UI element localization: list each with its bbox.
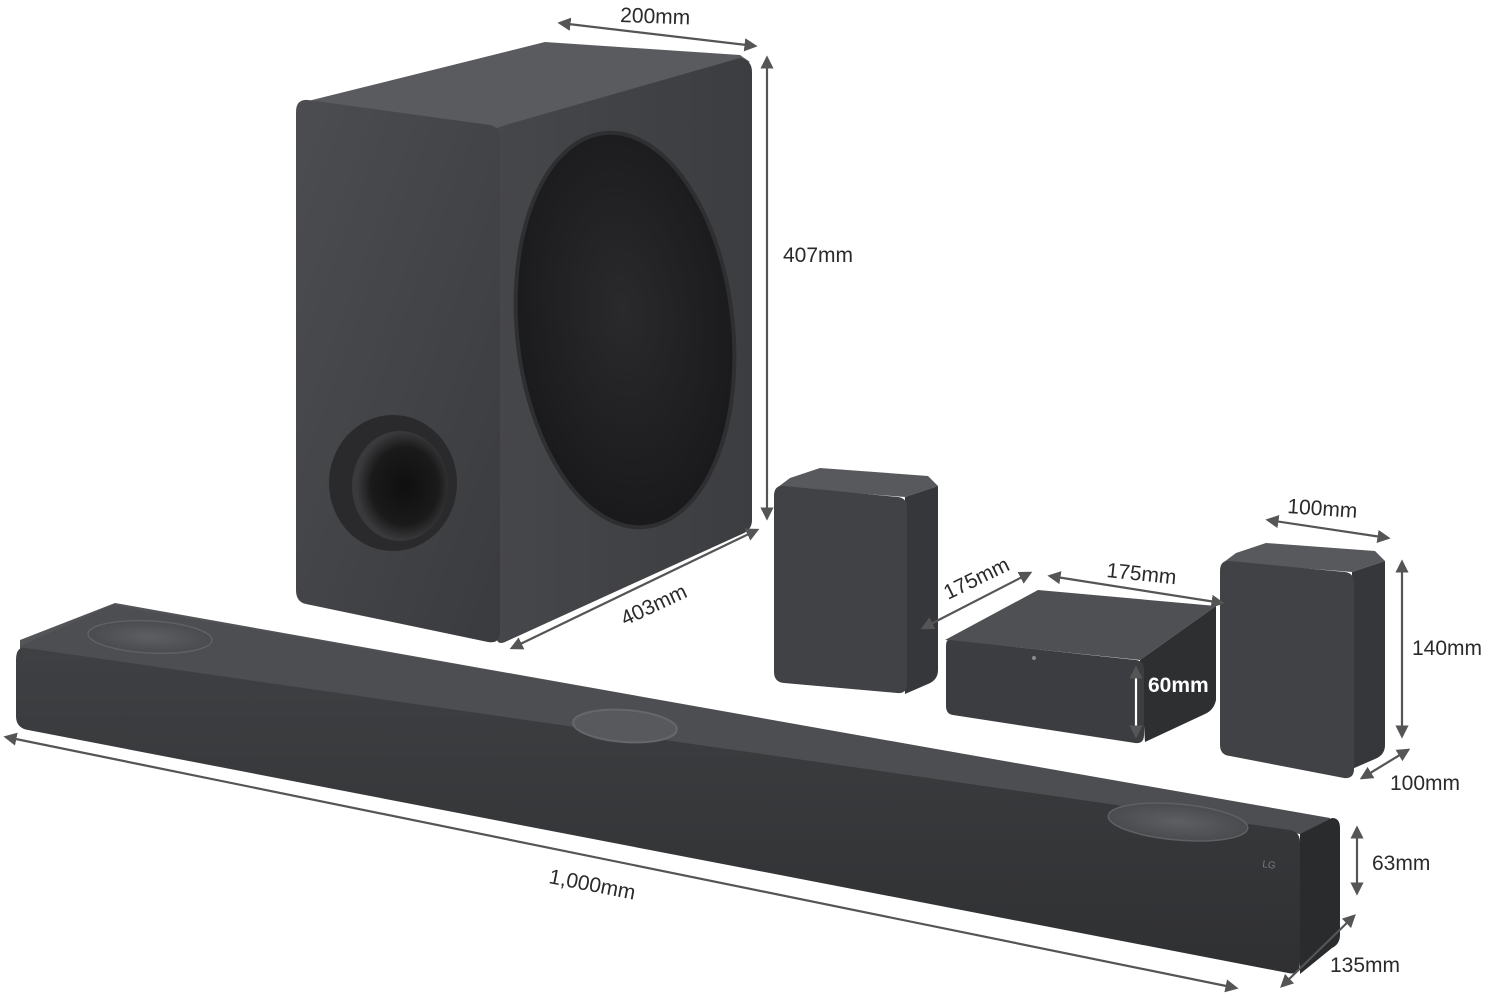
soundbar-depth-label: 135mm <box>1330 954 1400 977</box>
receiver-width-line <box>1047 571 1225 608</box>
subwoofer-driver <box>513 130 737 530</box>
subwoofer-height-label: 407mm <box>783 244 853 267</box>
subwoofer-depth-label: 403mm <box>617 580 690 630</box>
subwoofer-width-label: 200mm <box>620 4 691 29</box>
subwoofer-bass-port-inner <box>352 431 448 541</box>
receiver-side <box>1140 606 1216 742</box>
rear-speaker-right <box>1220 543 1385 779</box>
rear-speaker-right-front <box>1220 560 1354 779</box>
wireless-receiver <box>945 590 1216 744</box>
soundbar-height-label: 63mm <box>1372 852 1430 875</box>
receiver-height-label: 60mm <box>1148 674 1209 697</box>
rear-right-width-label: 100mm <box>1287 495 1358 523</box>
soundbar-end <box>1300 818 1340 974</box>
soundbar-width-label: 1,000mm <box>547 865 637 904</box>
soundbar-depth-line <box>1280 914 1356 988</box>
rear-speaker-left <box>774 468 938 694</box>
receiver-led-icon <box>1032 656 1036 660</box>
subwoofer-front <box>296 99 500 643</box>
rear-right-height-label: 140mm <box>1412 637 1482 660</box>
receiver-front <box>946 639 1144 744</box>
rear-right-depth-line <box>1359 748 1411 780</box>
rear-right-depth-label: 100mm <box>1390 772 1460 795</box>
receiver-width-label: 175mm <box>1105 559 1177 589</box>
subwoofer-depth-line <box>509 528 760 650</box>
rear-speaker-right-side <box>1352 561 1385 769</box>
subwoofer-top <box>300 42 750 128</box>
soundbar-left-grille <box>87 619 213 655</box>
subwoofer <box>296 42 752 643</box>
rear-right-width-line <box>1265 515 1391 543</box>
soundbar-width-line <box>3 732 1239 993</box>
rear-speaker-left-front <box>774 485 907 694</box>
rear-left-depth-label: 175mm <box>940 553 1013 604</box>
soundbar-logo: LG <box>1262 859 1277 872</box>
rear-left-depth-line <box>920 571 1033 630</box>
rear-speaker-left-side <box>905 486 938 694</box>
subwoofer-width-line <box>557 17 758 52</box>
dimension-lines <box>3 17 1411 993</box>
